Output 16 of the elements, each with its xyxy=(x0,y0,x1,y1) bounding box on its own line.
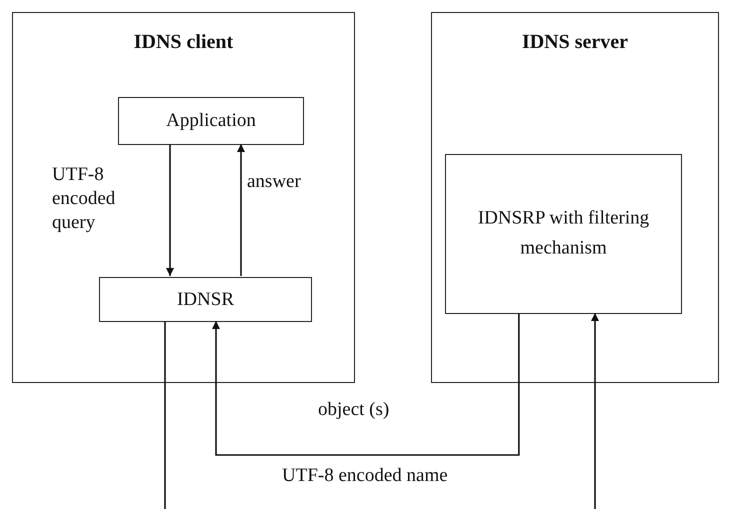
group-box xyxy=(431,12,719,383)
process-box xyxy=(118,97,304,145)
box-label: IDNSRP with filtering mechanism xyxy=(476,206,650,261)
group-title: IDNS client xyxy=(132,31,234,54)
group-title: IDNS server xyxy=(520,31,630,54)
arrow xyxy=(237,144,245,276)
group-box xyxy=(12,12,355,383)
connector-line xyxy=(164,321,166,509)
box-label: IDNSR xyxy=(176,287,235,312)
box-label: Application xyxy=(165,108,257,133)
arrow xyxy=(166,144,174,276)
process-box xyxy=(99,277,312,322)
process-box xyxy=(445,154,682,314)
edge-label: UTF-8 encoded query xyxy=(52,163,116,234)
arrow xyxy=(212,313,520,456)
arrow xyxy=(591,313,599,509)
